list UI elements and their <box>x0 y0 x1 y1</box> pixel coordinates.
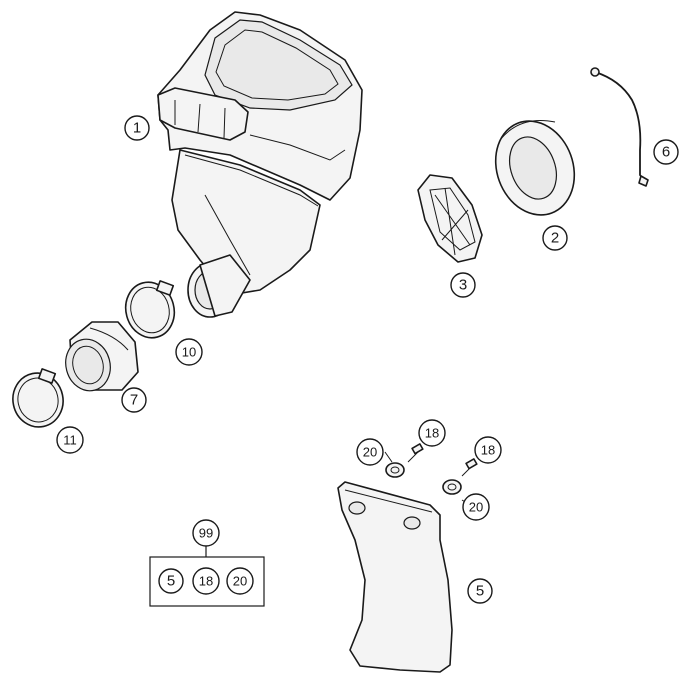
mud-flap <box>337 481 453 673</box>
kit-item-label: 18 <box>199 574 213 589</box>
callout-1: 1 <box>124 115 150 141</box>
breather-hose <box>590 67 649 187</box>
kit-group: 99 5 18 20 <box>149 519 265 607</box>
callout-11: 11 <box>56 426 84 454</box>
callout-18-left: 18 <box>418 419 446 447</box>
kit-item-5: 5 <box>158 568 184 594</box>
kit-item-18: 18 <box>192 567 220 595</box>
fastener-set-left <box>385 443 424 478</box>
intake-sleeve <box>65 321 139 392</box>
callout-label: 2 <box>551 230 559 247</box>
callout-label: 11 <box>63 433 77 448</box>
callout-label: 18 <box>481 443 495 458</box>
callout-label: 10 <box>182 345 196 360</box>
kit-item-20: 20 <box>226 567 254 595</box>
callout-10: 10 <box>175 338 203 366</box>
callout-2: 2 <box>542 225 568 251</box>
callout-7: 7 <box>121 387 147 413</box>
callout-5-flap: 5 <box>467 578 493 604</box>
callout-20-right: 20 <box>462 493 490 521</box>
kit-number: 99 <box>199 526 213 541</box>
air-filter-box <box>157 11 363 318</box>
fastener-set-right <box>442 458 478 495</box>
callout-label: 7 <box>130 392 138 409</box>
callout-label: 18 <box>425 426 439 441</box>
callout-6: 6 <box>653 139 679 165</box>
hose-clamp-11 <box>12 368 64 428</box>
callout-label: 3 <box>459 277 467 294</box>
callout-label: 20 <box>363 445 377 460</box>
air-filter-ring <box>494 119 576 216</box>
callout-label: 1 <box>133 120 141 137</box>
callout-20-left: 20 <box>356 438 384 466</box>
callout-3: 3 <box>450 272 476 298</box>
kit-item-label: 20 <box>233 574 247 589</box>
callout-label: 20 <box>469 500 483 515</box>
callout-label: 6 <box>662 144 670 161</box>
filter-cage <box>417 174 483 263</box>
callout-18-right: 18 <box>474 436 502 464</box>
callout-label: 5 <box>476 583 484 600</box>
kit-item-label: 5 <box>167 573 175 590</box>
hose-clamp-10 <box>124 280 176 339</box>
